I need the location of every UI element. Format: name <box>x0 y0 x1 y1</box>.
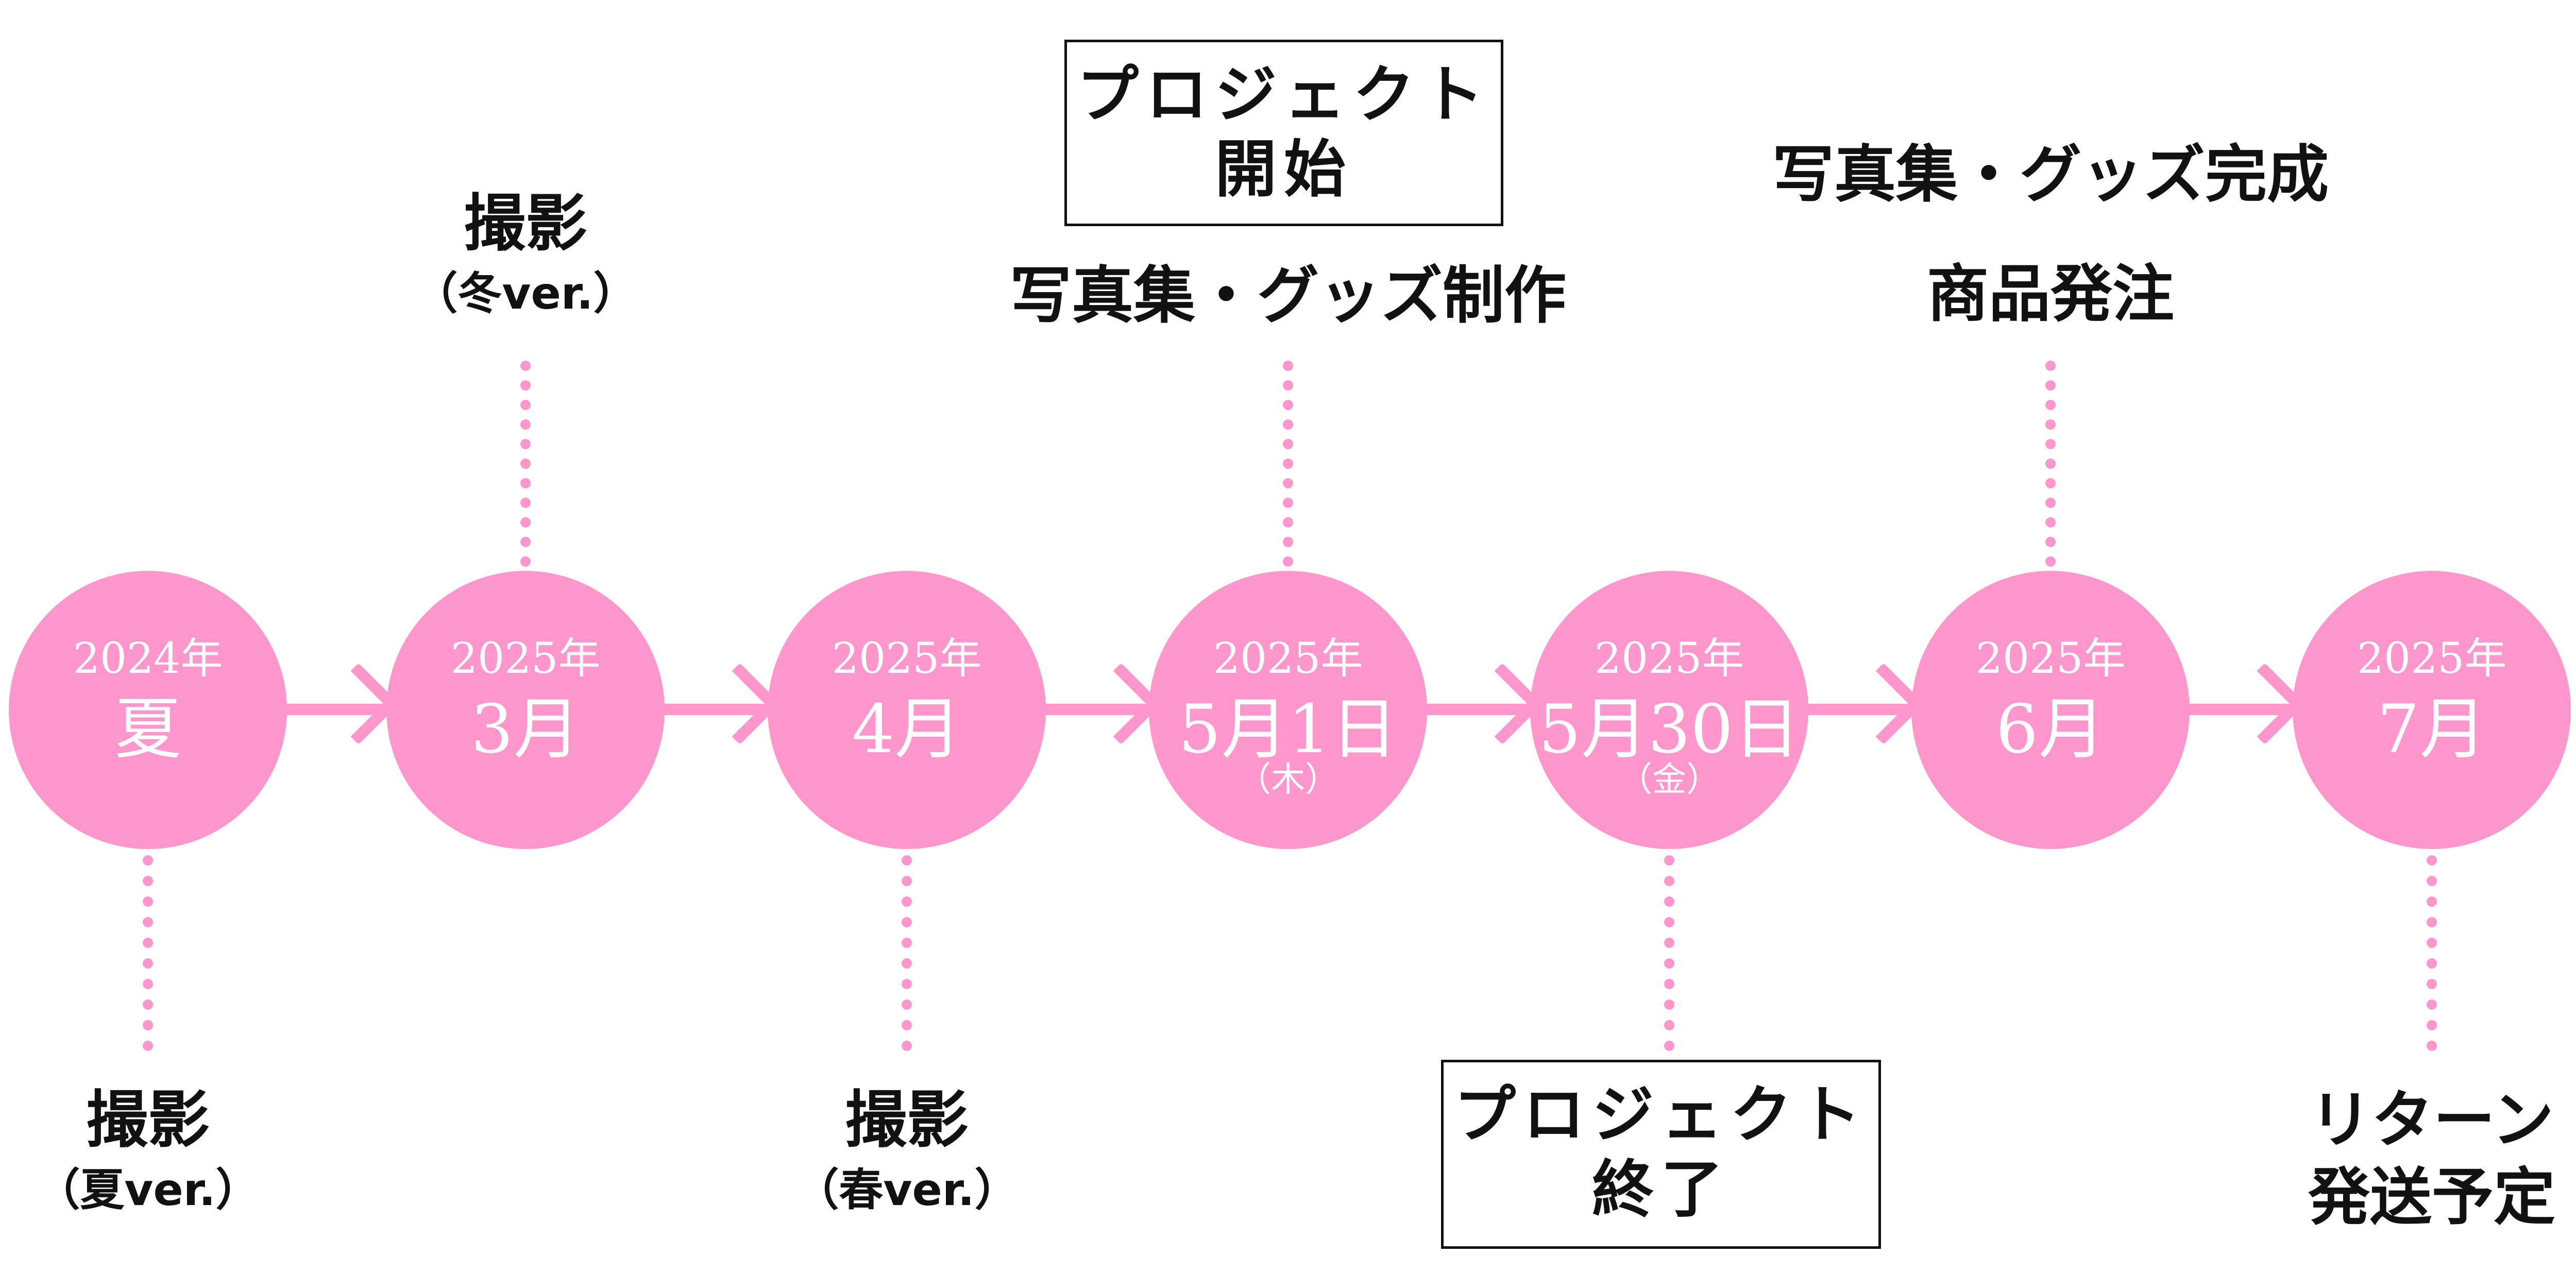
milestone-label: 7月 <box>2377 690 2487 768</box>
milestone-2025-may-1: 2025年 5月1日（木） <box>1149 571 1427 849</box>
project-end-box: プロジェクト終了 <box>1441 1060 1881 1249</box>
milestone-label: 3月 <box>470 690 581 768</box>
milestone-year: 2025年 <box>1213 634 1363 683</box>
event-title: 撮影 <box>86 1084 210 1156</box>
dotted-connector <box>143 855 153 1051</box>
event-shipping: 発送予定 <box>2308 1162 2555 1233</box>
milestone-weekday: （金） <box>1618 759 1720 799</box>
dotted-connector <box>2427 855 2437 1051</box>
milestone-year: 2024年 <box>73 634 223 683</box>
event-sub: （夏ver.） <box>36 1164 260 1216</box>
event-title: 撮影 <box>464 188 587 260</box>
event-july: リターン発送予定 <box>2308 1082 2555 1236</box>
milestone-label: 5月1日 <box>1178 690 1398 768</box>
event-production: 写真集・グッズ制作 <box>1010 260 1566 332</box>
dotted-connector <box>902 855 912 1051</box>
milestone-2025-april: 2025年 4月 <box>768 571 1046 849</box>
project-end-line1: プロジェクト <box>1454 1079 1868 1151</box>
project-start-line2: 開始 <box>1215 134 1353 206</box>
milestone-label: 6月 <box>1995 690 2106 768</box>
dotted-connector <box>2045 361 2056 567</box>
milestone-2025-may-30: 2025年 5月30日（金） <box>1530 571 1808 849</box>
event-summer-shoot: 撮影 （夏ver.） <box>36 1082 260 1221</box>
event-order: 商品発注 <box>1927 259 2174 330</box>
milestone-label: 夏 <box>114 690 181 768</box>
milestone-year: 2025年 <box>2357 634 2507 683</box>
event-completion: 写真集・グッズ完成 <box>1772 139 2329 211</box>
event-winter-shoot: 撮影 （冬ver.） <box>413 185 637 325</box>
event-sub: （春ver.） <box>794 1164 1019 1216</box>
milestone-2025-june: 2025年 6月 <box>1911 571 2190 849</box>
dotted-connector <box>1283 361 1293 567</box>
event-june: 写真集・グッズ完成商品発注 <box>1772 137 2329 333</box>
project-start-line1: プロジェクト <box>1077 59 1491 131</box>
event-return: リターン <box>2310 1084 2554 1156</box>
milestone-label: 4月 <box>852 690 962 768</box>
event-spring-shoot: 撮影 （春ver.） <box>794 1082 1019 1221</box>
milestone-year: 2025年 <box>832 634 982 683</box>
dotted-connector <box>1664 855 1674 1051</box>
milestone-year: 2025年 <box>1594 634 1744 683</box>
project-start-box: プロジェクト開始 <box>1064 40 1503 226</box>
milestone-2025-march: 2025年 3月 <box>386 571 665 849</box>
dotted-connector <box>520 361 531 567</box>
milestone-year: 2025年 <box>1975 634 2126 683</box>
project-end-line2: 終了 <box>1592 1154 1730 1226</box>
event-title: 撮影 <box>845 1084 969 1156</box>
event-sub: （冬ver.） <box>413 268 638 319</box>
milestone-weekday: （木） <box>1237 759 1339 799</box>
milestone-label: 5月30日 <box>1538 690 1801 768</box>
milestone-2025-july: 2025年 7月 <box>2293 571 2571 849</box>
milestone-2024-summer: 2024年夏 <box>9 571 287 849</box>
milestone-year: 2025年 <box>450 634 601 683</box>
